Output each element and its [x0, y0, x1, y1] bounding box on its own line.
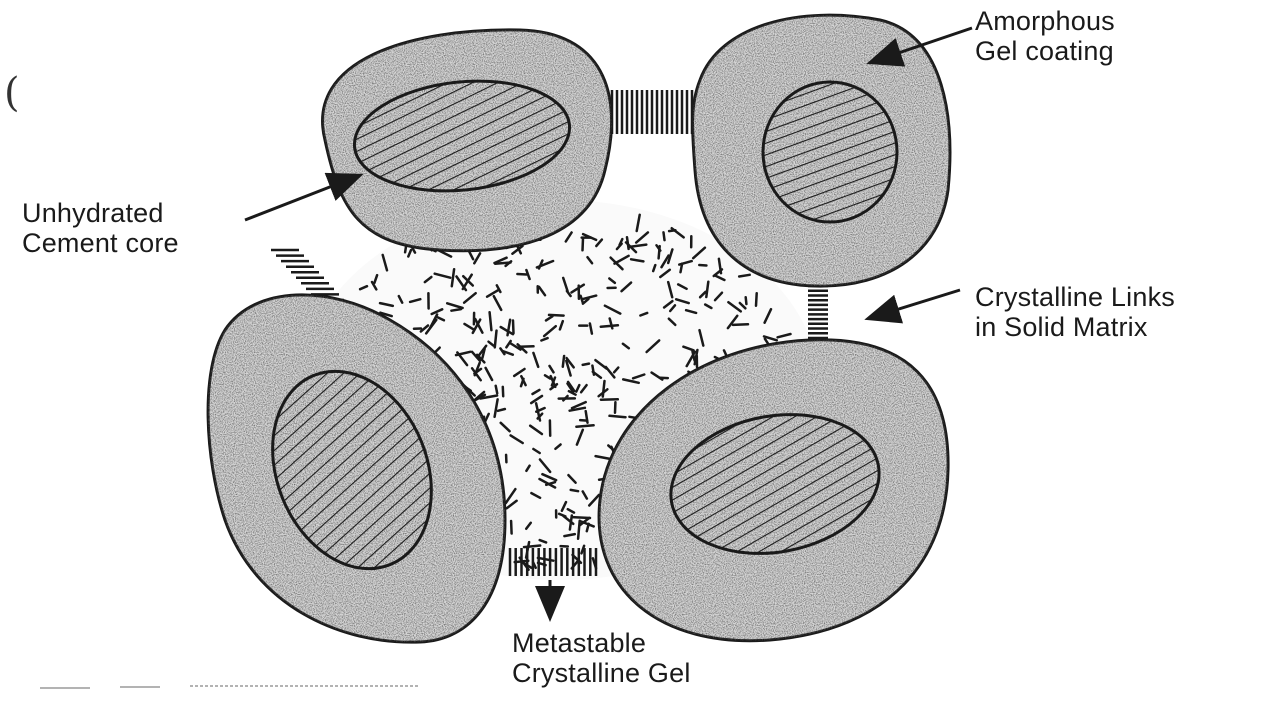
- crystal-needle: [583, 238, 584, 250]
- label-line: Cement core: [22, 228, 179, 258]
- crystal-needle: [733, 324, 748, 325]
- crystal-needle: [699, 265, 706, 266]
- label-amorphous-gel-coating: Amorphous Gel coating: [975, 6, 1115, 66]
- crystal-needle: [586, 411, 588, 423]
- cement-particle-top-right: [693, 15, 950, 286]
- unhydrated-core-top-right: [763, 82, 897, 222]
- arrow-unhydrated-core: [245, 176, 358, 220]
- crystal-needle: [498, 409, 505, 411]
- crystal-needle: [627, 237, 629, 249]
- label-line: Crystalline Gel: [512, 658, 691, 688]
- crystal-needle: [495, 263, 510, 264]
- crystal-needle: [576, 425, 593, 427]
- crystal-needle: [513, 321, 514, 334]
- label-metastable-crystalline-gel: Metastable Crystalline Gel: [512, 628, 691, 688]
- crystal-needle: [610, 416, 626, 417]
- crystal-needle: [603, 381, 605, 397]
- crystal-needle: [451, 309, 461, 311]
- crystal-needle: [578, 521, 580, 539]
- label-crystalline-links: Crystalline Links in Solid Matrix: [975, 282, 1175, 342]
- crystal-needle: [583, 364, 589, 365]
- crystal-needle: [563, 356, 564, 367]
- crystal-needle: [517, 274, 526, 275]
- label-line: in Solid Matrix: [975, 312, 1175, 342]
- crystal-needle: [739, 275, 750, 277]
- crystal-needle: [756, 293, 757, 306]
- arrow-crystalline-links: [870, 290, 960, 318]
- label-line: Gel coating: [975, 36, 1115, 66]
- crystal-needle: [664, 232, 665, 240]
- crystal-needle: [571, 490, 578, 491]
- crystal-needle: [524, 546, 540, 548]
- cement-particle-top-left: [323, 30, 612, 251]
- label-line: Metastable: [512, 628, 691, 658]
- crystal-needle: [601, 325, 618, 327]
- scan-artifact-line: [40, 686, 420, 688]
- crystal-needle: [495, 331, 497, 348]
- crystal-needle: [496, 386, 498, 394]
- crystal-needle: [669, 230, 675, 231]
- crystal-needle: [511, 521, 512, 534]
- stray-scan-mark: (: [4, 70, 20, 116]
- crystal-needle: [681, 264, 683, 273]
- label-line: Unhydrated: [22, 198, 179, 228]
- crystal-needle: [592, 366, 594, 375]
- crystal-needle: [746, 297, 747, 304]
- crystal-needle: [549, 315, 564, 316]
- label-unhydrated-cement-core: Unhydrated Cement core: [22, 198, 179, 258]
- label-line: Amorphous: [975, 6, 1115, 36]
- crystal-needle: [520, 346, 534, 347]
- label-line: Crystalline Links: [975, 282, 1175, 312]
